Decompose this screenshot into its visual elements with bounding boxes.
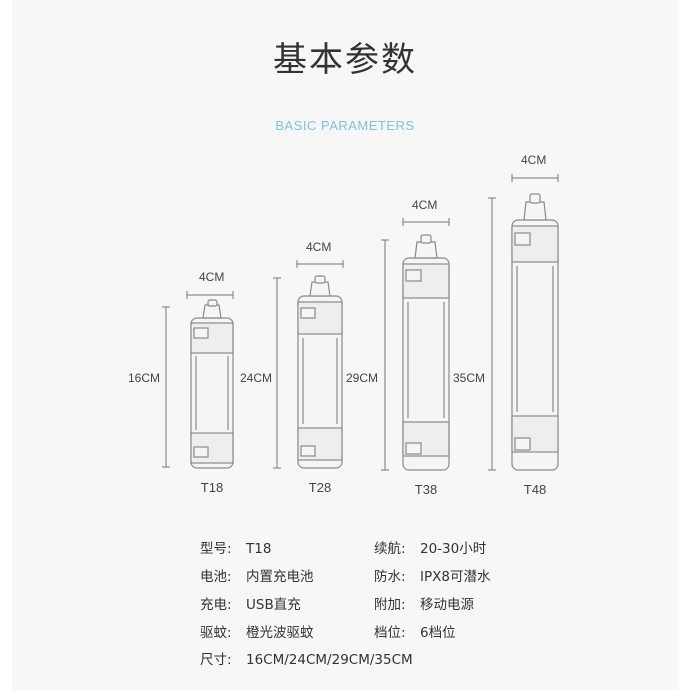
- spec-model: 型号: T18: [200, 537, 271, 557]
- spec-waterproof: 防水: IPX8可潜水: [374, 565, 490, 585]
- spec-modes-label: 档位:: [374, 625, 406, 641]
- spec-model-label: 型号:: [200, 541, 232, 557]
- model-name-t28: T28: [308, 480, 332, 495]
- lamp-t18: [190, 299, 234, 469]
- spec-battery-value: 内置充电池: [246, 569, 314, 585]
- model-name-t38: T38: [414, 482, 438, 497]
- height-label-t28: 24CM: [240, 371, 273, 385]
- height-label-t48: 35CM: [453, 371, 486, 385]
- model-name-t48: T48: [523, 482, 547, 497]
- height-label-t38: 29CM: [346, 371, 379, 385]
- spec-size-label: 尺寸:: [200, 652, 232, 668]
- page-subtitle: BASIC PARAMETERS: [275, 118, 415, 133]
- spec-battery: 电池: 内置充电池: [200, 565, 314, 585]
- width-label-t18: 4CM: [199, 270, 225, 284]
- lamp-t28: [297, 275, 343, 469]
- spec-waterproof-label: 防水:: [374, 569, 406, 585]
- spec-runtime-label: 续航:: [374, 541, 406, 557]
- width-label-t48: 4CM: [521, 153, 547, 167]
- spec-waterproof-value: IPX8可潜水: [420, 569, 491, 585]
- product-dimension-figure: 4CM 4CM 4CM 4CM 16CM 24CM 29CM 35CM T18 …: [128, 153, 559, 497]
- spec-repel-label: 驱蚊:: [200, 625, 232, 641]
- spec-runtime-value: 20-30小时: [420, 541, 487, 557]
- spec-repel-value: 橙光波驱蚊: [246, 625, 314, 641]
- page-background: [12, 0, 678, 690]
- spec-extra: 附加: 移动电源: [374, 593, 474, 613]
- dimension-lines: [162, 174, 559, 471]
- spec-runtime: 续航: 20-30小时: [374, 537, 486, 557]
- spec-extra-label: 附加:: [374, 597, 406, 613]
- lamp-t38: [402, 234, 450, 471]
- spec-size: 尺寸: 16CM/24CM/29CM/35CM: [200, 648, 413, 668]
- model-name-t18: T18: [200, 480, 224, 495]
- page-title: 基本参数: [273, 40, 417, 80]
- spec-size-value: 16CM/24CM/29CM/35CM: [246, 652, 413, 668]
- spec-charging: 充电: USB直充: [200, 593, 301, 613]
- spec-battery-label: 电池:: [200, 569, 232, 585]
- spec-model-value: T18: [246, 541, 272, 557]
- spec-extra-value: 移动电源: [420, 597, 474, 613]
- spec-charging-value: USB直充: [246, 597, 301, 613]
- spec-modes-value: 6档位: [420, 625, 456, 641]
- spec-modes: 档位: 6档位: [374, 621, 456, 641]
- width-label-t28: 4CM: [306, 240, 332, 254]
- height-label-t18: 16CM: [128, 371, 161, 385]
- width-label-t38: 4CM: [412, 198, 438, 212]
- spec-charging-label: 充电:: [200, 597, 232, 613]
- lamp-t48: [511, 193, 559, 471]
- spec-repel: 驱蚊: 橙光波驱蚊: [200, 621, 314, 641]
